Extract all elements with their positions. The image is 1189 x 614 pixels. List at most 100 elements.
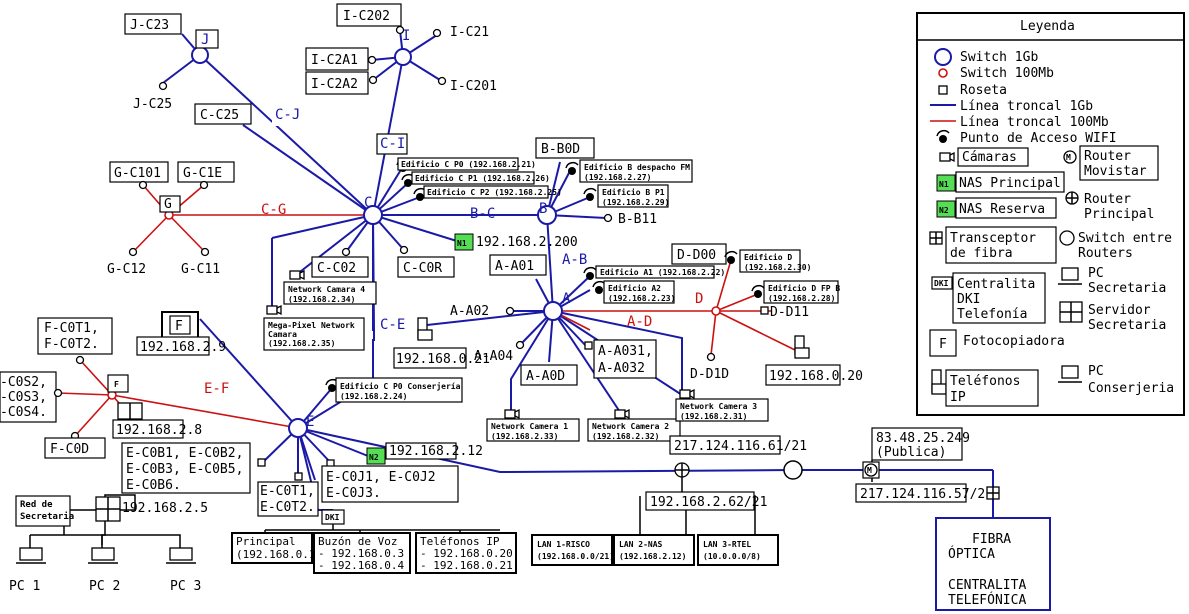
phone-a-ip: 192.168.0.21 xyxy=(396,352,490,367)
legend-copier-letter: F xyxy=(939,337,947,352)
legend-pc-conserjeria-2: Conserjeria xyxy=(1088,381,1174,396)
switch-a-label: A xyxy=(562,291,571,307)
nas1-ip: 192.168.2.200 xyxy=(476,235,578,250)
wifi-b-p1-2: (192.168.2.29) xyxy=(602,198,669,207)
camera-3-2: (192.168.2.31) xyxy=(680,412,747,421)
phone-d-ip: 192.168.0.20 xyxy=(769,369,863,384)
legend-camaras: Cámaras xyxy=(962,150,1017,165)
legend-line-1gb: Línea troncal 1Gb xyxy=(960,99,1093,114)
legend-centralita-2: DKI xyxy=(957,292,980,307)
wifi-conserjeria-2: (192.168.2.24) xyxy=(340,392,407,401)
node-a-a04: A-A04 xyxy=(474,349,513,364)
wifi-c-p0: Edificio C P0 (192.168.2.21) xyxy=(401,159,536,169)
lan-boxes: LAN 1-RISCO (192.168.0.0/21) LAN 2-NAS (… xyxy=(531,534,779,566)
legend-router-principal-2: Principal xyxy=(1084,207,1154,222)
camera-mega-1: Mega-Pixel Network xyxy=(268,320,355,330)
wifi-access-points: Edificio C P0 (192.168.2.21) Edificio C … xyxy=(325,157,840,403)
router-principal: 217.124.116.61/21 192.168.2.62/21 xyxy=(645,435,807,511)
node-g-c11: G-C11 xyxy=(181,262,220,277)
trunk-a-d: A-D xyxy=(627,314,652,330)
switch-g-label: G xyxy=(164,197,172,212)
wifi-icon xyxy=(724,250,738,264)
dki-icon: DKI xyxy=(325,513,340,522)
legend-pc-secretaria-2: Secretaria xyxy=(1088,281,1166,296)
camera-mega-3: (192.168.2.35) xyxy=(268,339,335,348)
legend-router-movistar-1: Router xyxy=(1084,149,1131,164)
node-i-c2a1: I-C2A1 xyxy=(311,53,358,68)
buzon-ip-2: - 192.168.0.4 xyxy=(318,559,404,572)
legend-nas2-icon xyxy=(936,200,956,218)
public-label: (Publica) xyxy=(876,445,946,460)
legend-transceptor-1: Transceptor xyxy=(950,231,1036,246)
node-d-d11: D-D11 xyxy=(770,305,809,320)
legend-servidor-2: Secretaria xyxy=(1088,318,1166,333)
node-b-b11: B-B11 xyxy=(618,212,657,227)
phone-f-ip: 192.168.2.8 xyxy=(116,423,202,438)
legend-switch-100mb: Switch 100Mb xyxy=(960,66,1054,81)
legend-server-icon xyxy=(1059,301,1083,323)
lan1-name: LAN 1-RISCO xyxy=(537,540,590,549)
trunk-c-e: C-E xyxy=(380,317,405,333)
legend-nas2-letter: N2 xyxy=(939,206,949,215)
legend-telefonos-2: IP xyxy=(950,390,966,405)
legend-nas1-icon xyxy=(936,174,956,192)
switch-f: F xyxy=(107,374,129,400)
fibra-box: FIBRA ÓPTICA CENTRALITA TELEFÓNICA xyxy=(935,517,1051,611)
node-c0s2: -C0S2, xyxy=(0,375,47,390)
legend-nas-reserva: NAS Reserva xyxy=(959,202,1045,217)
fibra-line3: CENTRALITA xyxy=(948,578,1026,593)
ip-phone-f: 192.168.2.8 xyxy=(112,402,202,439)
trunk-a-b: A-B xyxy=(562,252,587,268)
switch-b: B xyxy=(537,201,557,225)
lan3-name: LAN 3-RTEL xyxy=(703,540,751,549)
wifi-b-despacho-2: (192.168.2.27) xyxy=(584,173,651,182)
node-f-c0d: F-C0D xyxy=(50,442,89,457)
node-b-b0d: B-B0D xyxy=(541,142,580,157)
nas2-icon-label: N2 xyxy=(369,453,379,462)
legend-pc-conserjeria-icon xyxy=(1058,365,1082,383)
camera-icon xyxy=(614,408,630,420)
copier-ip: 192.168.2.9 xyxy=(140,340,226,355)
lan3-range: (10.0.0.0/8) xyxy=(703,552,761,561)
node-a-a0d: A-A0D xyxy=(526,369,565,384)
ip-phone-a: 192.168.0.21 xyxy=(393,317,490,369)
legend-pc-conserjeria-1: PC xyxy=(1088,364,1104,379)
public-ip: 83.48.25.249 xyxy=(876,431,970,446)
node-j-c23: J-C23 xyxy=(130,18,169,33)
fibra-line1: FIBRA xyxy=(972,532,1011,547)
legend-router-m-letter: M xyxy=(1066,153,1071,162)
legend-roseta: Roseta xyxy=(960,83,1007,98)
router-m-icon: M xyxy=(867,466,872,475)
legend-switch-routers-icon xyxy=(1059,230,1075,246)
legend-servidor-1: Servidor xyxy=(1088,303,1151,318)
wifi-d-fp-1: Edificio D FP B xyxy=(768,283,840,293)
node-c0s3: -C0S3, xyxy=(0,390,47,405)
legend-copier-icon xyxy=(929,329,957,357)
nas-principal: N1 192.168.2.200 xyxy=(454,233,578,251)
legend-transceptor-2: de fibra xyxy=(950,246,1013,261)
node-c-c0r: C-C0R xyxy=(403,261,442,276)
node-a-a031: A-A031, xyxy=(598,344,653,359)
trunk-labels: C-J C-I C-G B-C A-B A-D C-E E-F xyxy=(204,104,652,397)
node-c-c02: C-C02 xyxy=(317,261,356,276)
node-e-c0j-2: E-C0J3. xyxy=(326,486,381,501)
wifi-a2-1: Edificio A2 xyxy=(608,283,661,293)
camera-icon xyxy=(679,388,695,400)
cameras: Network Camara 4 (192.168.2.34) Mega-Pix… xyxy=(263,269,769,442)
pc2-label: PC 2 xyxy=(89,579,120,594)
node-e-c0t-1: E-C0T1, xyxy=(260,484,315,499)
switch-e-label: E xyxy=(306,414,314,430)
wifi-conserjeria-1: Edificio C P0 Conserjería xyxy=(340,381,461,391)
legend-line-100mb: Línea troncal 100Mb xyxy=(960,115,1109,130)
node-g-c1e: G-C1E xyxy=(183,166,222,181)
router-lan-ip: 192.168.2.62/21 xyxy=(650,495,767,510)
legend-switch-1gb: Switch 1Gb xyxy=(960,50,1038,65)
trunk-c-g: C-G xyxy=(261,202,286,218)
node-i-c2a2: I-C2A2 xyxy=(311,77,358,92)
copier: F 192.168.2.9 xyxy=(136,311,226,356)
buzon-title: Buzón de Voz xyxy=(318,535,397,548)
node-a-a032: A-A032 xyxy=(598,361,645,376)
switch-a: A xyxy=(543,291,571,321)
legend-centralita-1: Centralita xyxy=(957,277,1035,292)
switch-c: C xyxy=(363,195,383,225)
